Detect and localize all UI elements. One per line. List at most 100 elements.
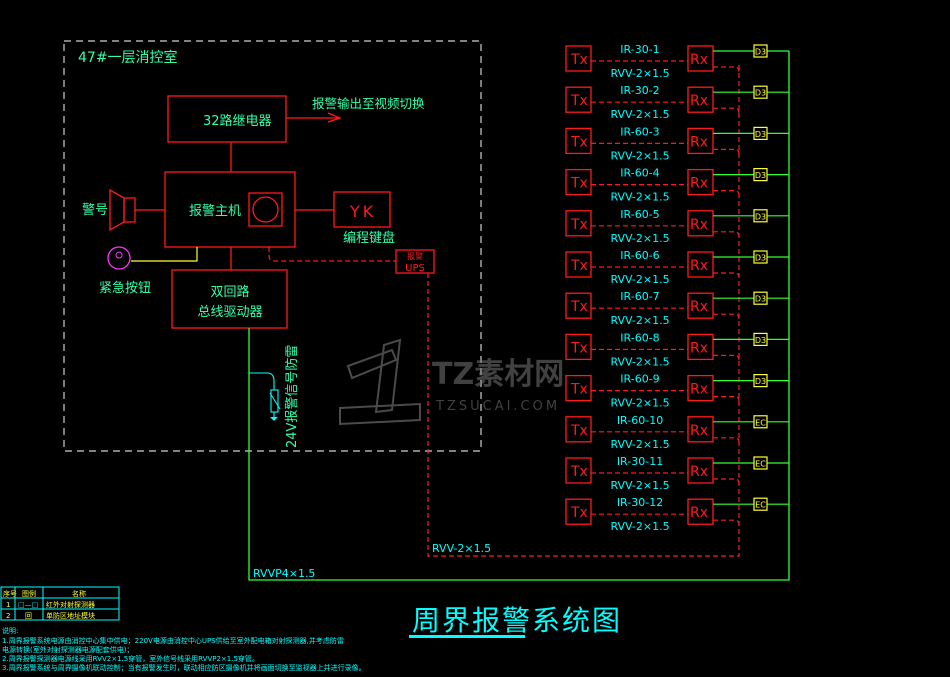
surge-wire	[249, 372, 275, 390]
power-tap	[713, 437, 740, 443]
address-module-label: D3	[755, 130, 766, 139]
siren-icon	[123, 197, 136, 223]
rx-label: Rx	[690, 505, 708, 521]
bus-cable	[248, 51, 790, 581]
zone-id: IR-60-9	[620, 373, 659, 386]
legend-table-border	[0, 586, 120, 621]
address-module-label: D3	[755, 254, 766, 263]
zone-cable: RVV-2×1.5	[610, 273, 669, 286]
address-module-label: EC	[755, 460, 766, 469]
address-module-icon	[753, 497, 768, 511]
power-tap	[713, 396, 740, 402]
address-module-label: D3	[755, 212, 766, 221]
tx-box	[565, 127, 592, 155]
zone-id: IR-60-8	[620, 331, 659, 344]
power-tap	[713, 66, 740, 73]
relay-box	[167, 95, 287, 143]
rx-label: Rx	[690, 258, 708, 274]
zone-id: IR-60-10	[617, 414, 663, 427]
bus-driver-box	[171, 269, 288, 329]
zone-cable: RVV-2×1.5	[610, 520, 669, 533]
tx-label: Tx	[570, 217, 588, 233]
notes-line: 1.周界报警系统电源由消控中心集中供电；220V电源由消控中心UPS供给至室外配…	[2, 636, 344, 645]
legend-row-symbol: □—□	[18, 601, 38, 609]
power-cable-label: RVV-2×1.5	[432, 542, 491, 555]
legend-row-name: 单防区地址模块	[46, 611, 95, 620]
zone-cable: RVV-2×1.5	[610, 397, 669, 410]
emergency-button-inner-icon	[115, 251, 123, 259]
power-tap	[713, 107, 740, 114]
emergency-button-icon	[107, 246, 131, 270]
rx-box	[687, 416, 714, 443]
watermark-brand: TZ素材网	[432, 357, 564, 392]
tx-box	[565, 251, 592, 278]
legend-row-name: 红外对射探测器	[46, 600, 95, 609]
ground-icon	[270, 417, 278, 421]
tx-box	[565, 498, 592, 525]
rx-box	[687, 168, 714, 196]
drawing-title: 周界报警系统图	[412, 604, 622, 637]
emergency-button-label: 紧急按钮	[99, 281, 151, 296]
address-module-icon	[753, 291, 768, 305]
power-tap	[713, 190, 740, 196]
room-boundary	[63, 40, 482, 452]
rx-label: Rx	[690, 423, 708, 439]
zone-id: IR-30-2	[620, 84, 659, 97]
tx-label: Tx	[570, 464, 588, 480]
address-module-icon	[753, 126, 768, 141]
relay-label: 32路继电器	[203, 113, 272, 129]
zone-id: IR-30-12	[617, 496, 663, 509]
tx-box	[565, 210, 592, 237]
address-module-label: D3	[755, 377, 766, 386]
tx-label: Tx	[570, 423, 588, 439]
rx-box	[687, 210, 714, 237]
tx-box	[565, 168, 592, 196]
keypad-box	[333, 191, 391, 228]
power-tap	[713, 272, 740, 279]
tx-label: Tx	[570, 258, 588, 274]
legend-table: 序号 图例 名称 1 □—□ 红外对射探测器 2 回 单防区地址模块	[0, 586, 120, 621]
zone-cable: RVV-2×1.5	[610, 191, 669, 204]
address-module-label: D3	[755, 171, 766, 180]
host-display-icon	[248, 192, 283, 227]
relay-output-label: 报警输出至视频切换	[312, 96, 425, 111]
address-module-icon	[753, 168, 768, 182]
tx-box	[565, 45, 592, 72]
host-dial-icon	[252, 196, 279, 223]
power-tap	[713, 313, 740, 320]
rx-label: Rx	[690, 217, 708, 233]
notes: 说明: 1.周界报警系统电源由消控中心集中供电；220V电源由消控中心UPS供给…	[2, 626, 366, 672]
rx-label: Rx	[690, 382, 708, 398]
rx-box	[687, 374, 714, 402]
siren-horn-icon	[109, 188, 125, 232]
rx-label: Rx	[690, 464, 708, 480]
bus-cable-label: RVVP4×1.5	[253, 567, 315, 580]
keypad-glyph: YK	[349, 202, 376, 221]
alarm-host-label: 报警主机	[189, 203, 241, 219]
rx-label: Rx	[690, 176, 708, 192]
zone-cable: RVV-2×1.5	[610, 314, 669, 327]
address-module-icon	[753, 85, 768, 99]
ups-wire	[268, 247, 396, 262]
zone-cable: RVV-2×1.5	[610, 232, 669, 245]
rx-box	[687, 333, 714, 361]
rx-box	[687, 127, 714, 155]
tx-label: Tx	[570, 176, 588, 192]
zone-id: IR-30-1	[620, 43, 659, 56]
address-module-icon	[753, 44, 768, 58]
tx-label: Tx	[570, 93, 588, 109]
zone-id: IR-30-11	[617, 455, 663, 468]
address-module-label: EC	[755, 418, 766, 427]
rx-box	[687, 45, 714, 72]
zone-cable: RVV-2×1.5	[610, 67, 669, 80]
rx-label: Rx	[690, 134, 708, 150]
address-module-label: D3	[755, 89, 766, 98]
legend-header-no: 序号	[3, 589, 17, 598]
notes-line: 2.周界报警探测器电源线采用RVV2×1.5穿管，室外信号线采用RVVP2×1.…	[2, 654, 259, 663]
